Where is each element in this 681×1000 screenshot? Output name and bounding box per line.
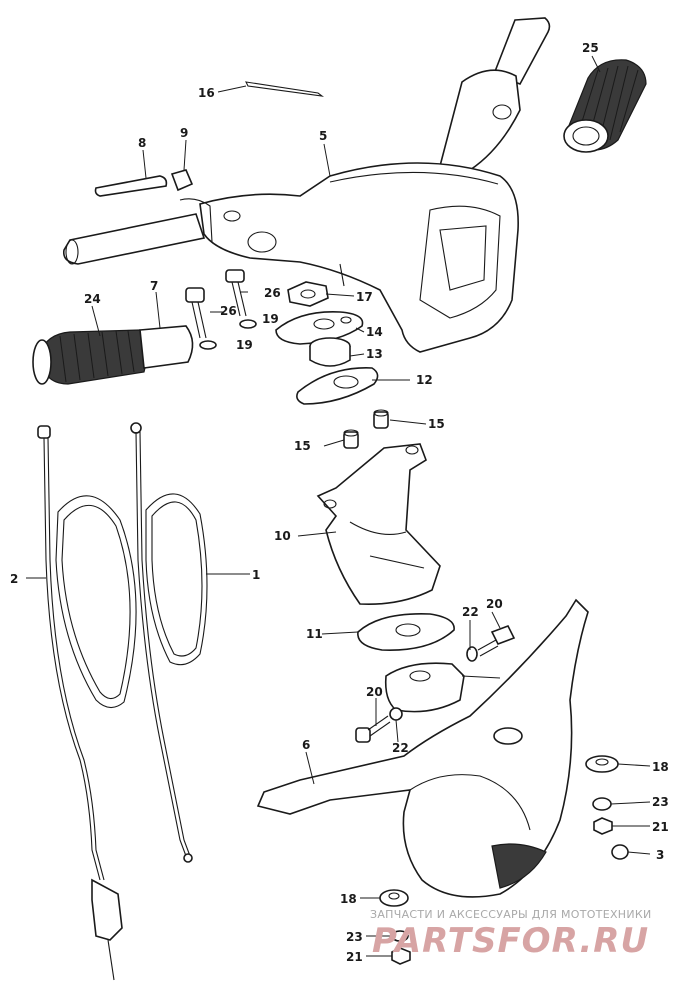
bushing-15-right-drawing [373,409,389,429]
callout-13: 13 [366,347,383,361]
bushing-15-left-drawing [343,429,359,449]
bolt-26-left-drawing [185,287,217,350]
callout-15-left: 15 [294,439,311,453]
bolt-20-lower-drawing [355,707,403,743]
callout-10: 10 [274,529,291,543]
callout-18-right: 18 [652,760,669,774]
part-6-lower-case-drawing [256,598,589,898]
callout-8: 8 [138,136,146,150]
part-callouts: 16 25 5 8 9 24 7 26 26 19 19 17 14 13 12… [10,41,669,964]
part-9-drawing [170,169,194,192]
callout-7: 7 [150,279,158,293]
part-14-drawing [275,311,364,345]
bolt-20-upper-drawing [466,624,516,662]
nut-21-right-drawing [593,817,613,835]
part-17-drawing [287,263,345,307]
callout-25: 25 [582,41,599,55]
callout-23-bottom: 23 [346,930,363,944]
callout-17: 17 [356,290,373,304]
part-10-bracket-drawing [316,443,441,606]
callout-18-bottom: 18 [340,892,357,906]
callout-1: 1 [252,568,260,582]
washer-23-right-drawing [592,797,612,811]
callout-19-left: 19 [236,338,253,352]
part-13-drawing [309,337,351,367]
callout-12: 12 [416,373,433,387]
callout-19-right: 19 [262,312,279,326]
callout-24: 24 [84,292,101,306]
callout-9: 9 [180,126,188,140]
callout-21-bottom: 21 [346,950,363,964]
callout-20-lower: 20 [366,685,383,699]
part-25-grip-drawing [563,59,647,153]
watermark: ЗАПЧАСТИ И АКСЕССУАРЫ ДЛЯ МОТОТЕХНИКИ PA… [370,908,652,961]
watermark-brand: PARTSFOR.RU [372,921,649,961]
washer-18-right-drawing [585,755,619,773]
washer-18-bottom-drawing [379,889,409,907]
part-1-cable-drawing [130,422,208,863]
watermark-tagline: ЗАПЧАСТИ И АКСЕССУАРЫ ДЛЯ МОТОТЕХНИКИ [370,908,652,921]
callout-21-right: 21 [652,820,669,834]
callout-26-left: 26 [220,304,237,318]
callout-6: 6 [302,738,310,752]
part-16-drawing [245,81,325,97]
part-8-drawing [94,175,168,197]
part-11-drawing [357,613,455,651]
part-24-grip-drawing [32,325,194,385]
callout-5: 5 [319,129,327,143]
callout-15-right: 15 [428,417,445,431]
callout-26-right: 26 [264,286,281,300]
callout-2: 2 [10,572,18,586]
callout-22-upper: 22 [462,605,479,619]
part-12-drawing [296,367,379,405]
callout-16: 16 [198,86,215,100]
callout-11: 11 [306,627,323,641]
leader-lines [26,55,651,957]
bolt-26-right-drawing [225,269,257,329]
callout-22-lower: 22 [392,741,409,755]
callout-3: 3 [656,848,664,862]
callout-20-upper: 20 [486,597,503,611]
part-3-drawing [611,844,629,860]
part-4-drawing [384,662,501,713]
part-2-cable-drawing [37,425,137,981]
nut-21-bottom-drawing [391,947,411,965]
callout-23-right: 23 [652,795,669,809]
callout-14: 14 [366,325,383,339]
